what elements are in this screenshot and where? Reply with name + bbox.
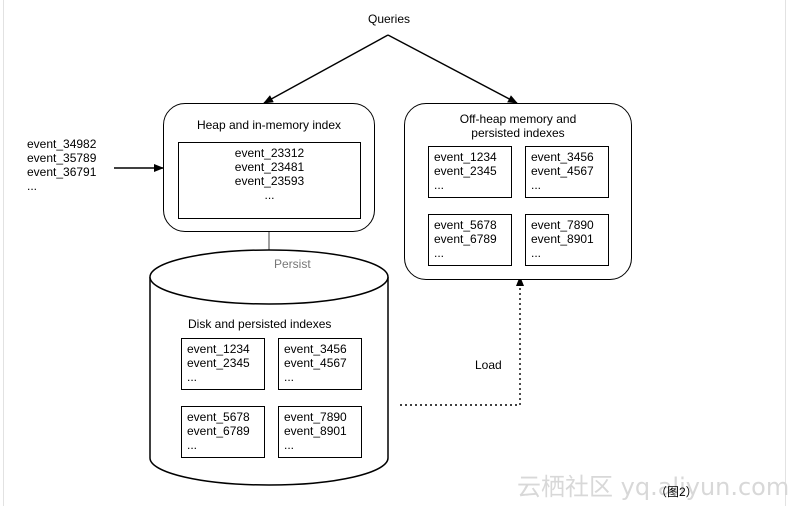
heap-title: Heap and in-memory index — [196, 118, 342, 132]
disk-segment: event_5678 event_6789 ... — [181, 406, 265, 458]
segment-event: ... — [284, 438, 295, 452]
heap-index-box: event_23312 event_23481 event_23593 ... — [178, 142, 361, 219]
heap-events-list: event_23312 event_23481 event_23593 ... — [179, 146, 360, 202]
offheap-container: Off-heap memory and persisted indexes ev… — [404, 103, 632, 280]
segment-events: event_5678 event_6789 ... — [187, 410, 250, 452]
heap-container: Heap and in-memory index event_23312 eve… — [163, 103, 375, 232]
segment-event: event_8901 — [531, 232, 594, 246]
segment-event: event_3456 — [284, 342, 347, 356]
segment-event: event_2345 — [434, 164, 497, 178]
disk-segment: event_1234 event_2345 ... — [181, 338, 265, 390]
persist-label: Persist — [274, 257, 311, 271]
segment-events: event_1234 event_2345 ... — [187, 342, 250, 384]
queries-arrow-to-heap — [263, 34, 389, 104]
segment-events: event_7890 event_8901 ... — [531, 218, 594, 260]
segment-event: ... — [434, 246, 445, 260]
segment-event: event_5678 — [434, 218, 497, 232]
segment-event: ... — [531, 246, 542, 260]
watermark: 云栖社区 yq.aliyun.com — [517, 473, 790, 501]
queries-label: Queries — [368, 12, 411, 26]
left-edge-line — [3, 0, 4, 506]
heap-event: event_23593 — [234, 174, 305, 188]
disk-segment: event_3456 event_4567 ... — [278, 338, 362, 390]
offheap-segment: event_1234 event_2345 ... — [428, 146, 512, 198]
incoming-event: event_35789 — [27, 151, 97, 165]
incoming-event: ... — [27, 179, 38, 193]
segment-event: event_6789 — [434, 232, 497, 246]
segment-event: event_7890 — [284, 410, 347, 424]
segment-events: event_7890 event_8901 ... — [284, 410, 347, 452]
segment-event: ... — [284, 370, 295, 384]
segment-events: event_3456 event_4567 ... — [284, 342, 347, 384]
offheap-segment: event_5678 event_6789 ... — [428, 214, 512, 266]
heap-event: ... — [264, 188, 275, 202]
offheap-title-line: persisted indexes — [471, 126, 565, 140]
load-label: Load — [475, 358, 502, 372]
segment-events: event_5678 event_6789 ... — [434, 218, 497, 260]
segment-event: event_8901 — [284, 424, 347, 438]
disk-cylinder-top — [149, 249, 389, 305]
offheap-segment: event_3456 event_4567 ... — [525, 146, 609, 198]
heap-event: event_23481 — [234, 160, 305, 174]
disk-title: Disk and persisted indexes — [188, 317, 332, 331]
segment-event: event_2345 — [187, 356, 250, 370]
segment-event: event_1234 — [434, 150, 497, 164]
offheap-title-line: Off-heap memory and — [459, 112, 577, 126]
load-arrow — [400, 276, 524, 406]
segment-event: event_4567 — [531, 164, 594, 178]
segment-event: event_6789 — [187, 424, 250, 438]
incoming-events-list: event_34982 event_35789 event_36791 ... — [27, 137, 96, 193]
right-edge-line — [785, 0, 786, 506]
segment-event: ... — [434, 178, 445, 192]
offheap-title: Off-heap memory and persisted indexes — [405, 112, 631, 140]
incoming-event: event_36791 — [27, 165, 97, 179]
disk-segment: event_7890 event_8901 ... — [278, 406, 362, 458]
queries-arrow-to-offheap — [387, 34, 518, 104]
segment-event: event_1234 — [187, 342, 250, 356]
offheap-segment: event_7890 event_8901 ... — [525, 214, 609, 266]
segment-event: event_4567 — [284, 356, 347, 370]
heap-event: event_23312 — [234, 146, 305, 160]
incoming-event: event_34982 — [27, 137, 97, 151]
segment-event: ... — [187, 370, 198, 384]
segment-event: ... — [187, 438, 198, 452]
segment-events: event_3456 event_4567 ... — [531, 150, 594, 192]
segment-event: event_5678 — [187, 410, 250, 424]
segment-event: event_3456 — [531, 150, 594, 164]
figure-caption: （图2） — [655, 485, 698, 499]
segment-event: event_7890 — [531, 218, 594, 232]
segment-events: event_1234 event_2345 ... — [434, 150, 497, 192]
segment-event: ... — [531, 178, 542, 192]
